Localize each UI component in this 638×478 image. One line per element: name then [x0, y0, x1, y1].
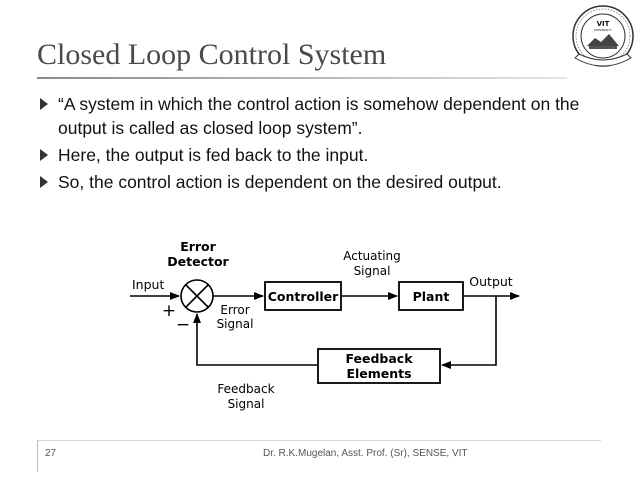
feedback-elements-block: [317, 348, 441, 384]
bullet-item: Here, the output is fed back to the inpu…: [40, 143, 620, 167]
input-label: Input: [132, 277, 164, 292]
error-detector-label: Error: [180, 239, 216, 254]
plant-label: Plant: [413, 289, 450, 304]
feedback-signal-label: Feedback: [217, 382, 274, 396]
footer-divider: [37, 440, 601, 441]
feedback-elements-label: Elements: [346, 366, 411, 381]
summing-junction-icon: [180, 279, 214, 313]
bullet-item: “A system in which the control action is…: [40, 92, 620, 140]
bullet-text: Here, the output is fed back to the inpu…: [58, 145, 369, 165]
error-detector-label: Detector: [167, 254, 229, 269]
error-signal-label: Signal: [217, 317, 254, 331]
triangle-bullet-icon: [40, 176, 48, 188]
actuating-signal-label: Signal: [354, 264, 391, 278]
footer-author: Dr. R.K.Mugelan, Asst. Prof. (Sr), SENSE…: [263, 448, 468, 459]
bullet-text: So, the control action is dependent on t…: [58, 172, 502, 192]
actuating-signal-label: Actuating: [343, 249, 401, 263]
logo-subtext: UNIVERSITY: [594, 28, 612, 32]
title-underline: [37, 77, 567, 79]
slide-title: Closed Loop Control System: [37, 38, 387, 71]
university-seal-logo: VIT UNIVERSITY: [572, 5, 634, 67]
controller-block: [264, 281, 342, 311]
error-signal-label: Error: [220, 303, 249, 317]
page-number: 27: [45, 448, 57, 459]
output-label: Output: [469, 274, 513, 289]
bullet-item: So, the control action is dependent on t…: [40, 170, 620, 194]
minus-sign: −: [176, 315, 190, 335]
feedback-signal-label: Signal: [228, 397, 265, 411]
plant-block: [398, 281, 464, 311]
closed-loop-block-diagram: Error Detector Input + − Error Signal Ac…: [130, 239, 520, 411]
triangle-bullet-icon: [40, 149, 48, 161]
feedback-elements-label: Feedback: [345, 351, 413, 366]
controller-label: Controller: [268, 289, 339, 304]
bullet-list: “A system in which the control action is…: [40, 92, 620, 197]
footer-side-divider: [37, 440, 38, 472]
triangle-bullet-icon: [40, 98, 48, 110]
bullet-text: “A system in which the control action is…: [58, 94, 580, 138]
logo-text: VIT: [597, 20, 610, 28]
plus-sign: +: [162, 301, 176, 321]
